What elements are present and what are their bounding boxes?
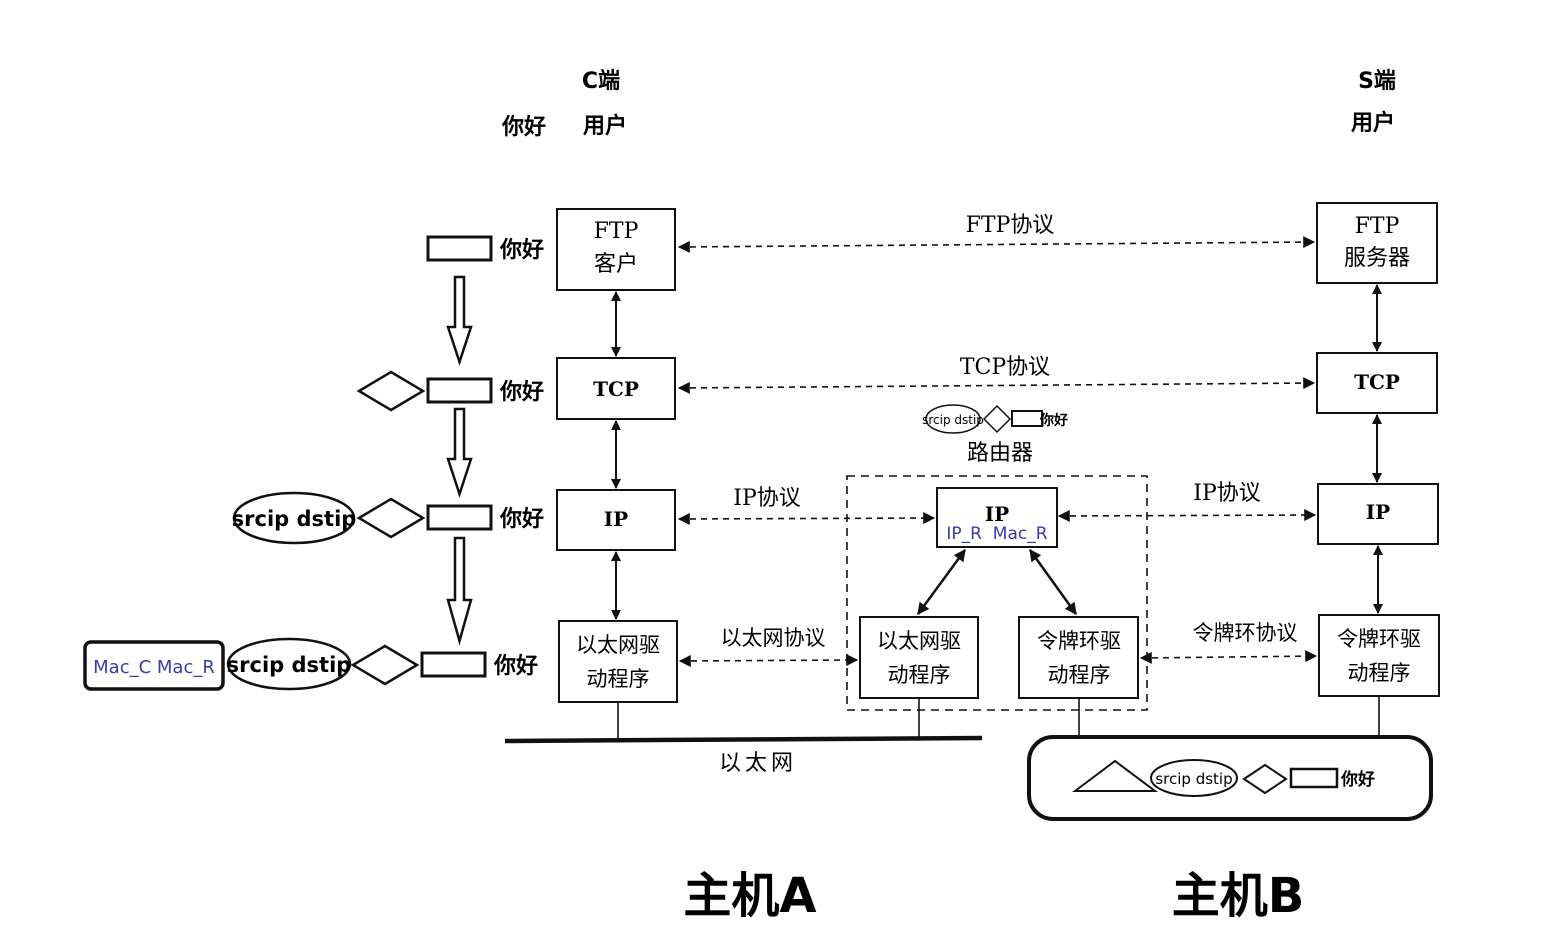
tcp-protocol-arrow [677, 377, 1316, 394]
svg-text:令牌环驱: 令牌环驱 [1337, 627, 1421, 651]
svg-text:你好: 你好 [493, 653, 538, 679]
host-a-ip-box: IP [556, 489, 676, 551]
host-a-ethernet-driver-box: 以太网驱 动程序 [558, 620, 678, 703]
svg-text:IP: IP [604, 507, 628, 531]
ethernet-bus [504, 735, 983, 744]
svg-text:动程序: 动程序 [587, 667, 650, 691]
c-user-label: 用户 [583, 113, 627, 139]
router-ip-tr-arrow [1028, 549, 1078, 615]
svg-text:TCP: TCP [593, 377, 639, 401]
svg-text:srcip dstip: srcip dstip [232, 507, 357, 531]
svg-text:动程序: 动程序 [1048, 663, 1111, 687]
host-a-ftp-box: FTP 客户 [556, 208, 676, 291]
svg-text:你好: 你好 [499, 237, 544, 263]
host-b-label: 主机B [1172, 868, 1305, 924]
svg-text:你好: 你好 [499, 506, 544, 532]
encap-down-arrow-3 [446, 536, 473, 646]
svg-text:你好: 你好 [1340, 769, 1375, 790]
svg-text:你好: 你好 [1039, 412, 1068, 429]
ip-protocol-right-arrow [1057, 509, 1317, 522]
token-ring-packet: srcip dstip 你好 [1072, 759, 1375, 797]
ftp-protocol-arrow [677, 236, 1316, 253]
svg-text:srcip dstip: srcip dstip [922, 413, 984, 427]
encap-row-tcp: 你好 [356, 370, 544, 412]
router-token-ring-driver-box: 令牌环驱 动程序 [1018, 616, 1139, 699]
router-ethernet-driver-box: 以太网驱 动程序 [859, 616, 979, 699]
router-packet: srcip dstip 你好 [922, 404, 1068, 434]
host-a-tcp-box: TCP [556, 357, 676, 420]
host-b-tcp-box: TCP [1316, 352, 1438, 414]
svg-text:服务器: 服务器 [1344, 246, 1410, 271]
router-label: 路由器 [967, 441, 1033, 466]
encap-down-arrow-2 [446, 407, 473, 499]
host-b-ftp-box: FTP 服务器 [1316, 202, 1438, 284]
ethernet-protocol-arrow [678, 654, 859, 667]
svg-text:srcip dstip: srcip dstip [1155, 770, 1232, 788]
ftp-protocol-label: FTP协议 [966, 213, 1055, 238]
tcp-protocol-label: TCP协议 [960, 355, 1050, 380]
svg-text:IP: IP [1366, 500, 1390, 524]
encap-down-arrow-1 [446, 275, 473, 367]
s-side-label: S端 [1358, 69, 1396, 94]
encap-row-ip: srcip dstip 你好 [232, 491, 544, 545]
ethernet-protocol-label: 以太网协议 [721, 626, 826, 650]
ip-protocol-left-label: IP协议 [733, 486, 801, 511]
s-user-label: 用户 [1351, 110, 1395, 136]
token-ring-triangle-header [1072, 759, 1158, 792]
router-ip-address-mac: IP_R Mac_R [946, 524, 1047, 544]
host-a-label: 主机A [683, 868, 816, 924]
token-ring-protocol-label: 令牌环协议 [1193, 621, 1298, 645]
c-side-label: C端 [582, 69, 620, 94]
tcp-header-diamond [356, 370, 426, 412]
svg-text:动程序: 动程序 [1348, 661, 1411, 685]
svg-text:IP: IP [985, 502, 1009, 526]
svg-text:以太网驱: 以太网驱 [877, 629, 961, 653]
host-b-ip-box: IP [1317, 483, 1439, 545]
svg-text:客户: 客户 [594, 252, 638, 277]
router-ip-box: IP IP_R Mac_R [936, 487, 1058, 548]
svg-text:FTP: FTP [1355, 214, 1400, 239]
encap-row-application: 你好 [426, 235, 544, 263]
host-b-token-ring-driver-box: 令牌环驱 动程序 [1318, 614, 1440, 697]
ip-protocol-right-label: IP协议 [1193, 481, 1261, 506]
svg-text:你好: 你好 [499, 379, 544, 405]
ethernet-label: 以太网 [719, 751, 797, 776]
encap-row-mac: Mac_C Mac_R srcip dstip 你好 [83, 637, 538, 691]
mac-header-text: Mac_C Mac_R [93, 657, 215, 678]
svg-text:srcip dstip: srcip dstip [227, 653, 352, 677]
token-ring-protocol-arrow [1139, 650, 1318, 664]
svg-text:令牌环驱: 令牌环驱 [1037, 629, 1121, 653]
svg-text:动程序: 动程序 [888, 663, 951, 687]
svg-text:TCP: TCP [1354, 370, 1400, 394]
hello-top-label: 你好 [501, 114, 546, 140]
ip-protocol-left-arrow [677, 512, 936, 525]
router-ip-eth-arrow [916, 549, 967, 615]
svg-text:以太网驱: 以太网驱 [576, 633, 660, 657]
svg-text:FTP: FTP [594, 219, 639, 244]
